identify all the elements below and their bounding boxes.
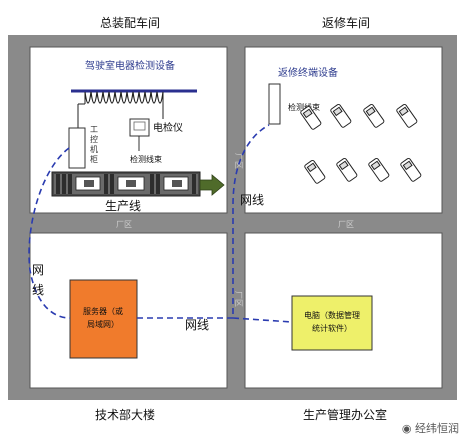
test-cable-label: 检测线束	[130, 154, 162, 164]
factory-area-label: 厂区	[338, 220, 354, 229]
computer-box	[291, 295, 373, 351]
cab-test-equipment-label: 驾驶室电器检测设备	[85, 59, 175, 72]
repair-terminal-label: 返修终端设备	[278, 66, 338, 79]
repair-vehicles	[300, 103, 422, 184]
network-label: 网线	[240, 193, 264, 207]
server-label: 服务器（或局域网）	[83, 306, 123, 329]
office-title: 生产管理办公室	[303, 407, 387, 422]
tech-building-title: 技术部大楼	[95, 407, 155, 422]
ipc-cabinet-label: 工控机柜	[90, 125, 98, 164]
watermark-text: 经纬恒润	[415, 422, 459, 435]
electric-tester	[129, 118, 150, 137]
watermark: ◉ 经纬恒润	[402, 420, 459, 436]
test-cable-label-repair: 检测线束	[288, 102, 320, 112]
assembly-workshop-title: 总装配车间	[100, 15, 160, 30]
repair-terminal	[268, 83, 281, 125]
server-box	[69, 279, 138, 359]
production-line-conveyor	[51, 171, 201, 197]
network-label: 网线	[185, 318, 209, 332]
production-line-label: 生产线	[105, 199, 141, 213]
ipc-cabinet	[68, 127, 86, 169]
factory-area-label: 厂区	[234, 291, 243, 307]
factory-area-label: 厂区	[234, 153, 243, 169]
network-cable-server-repair	[137, 124, 270, 319]
room-repair	[245, 47, 442, 213]
factory-area-label: 厂区	[116, 220, 132, 229]
electric-tester-label: 电检仪	[153, 121, 183, 134]
watermark-icon: ◉	[401, 422, 412, 435]
spring-cable	[84, 91, 164, 104]
repair-workshop-title: 返修车间	[322, 15, 370, 30]
computer-label: 电脑（数据管理统计软件）	[304, 310, 360, 333]
network-cable-ipc-server	[28, 147, 71, 319]
network-label: 网线	[32, 263, 44, 297]
flow-arrow	[199, 174, 225, 196]
